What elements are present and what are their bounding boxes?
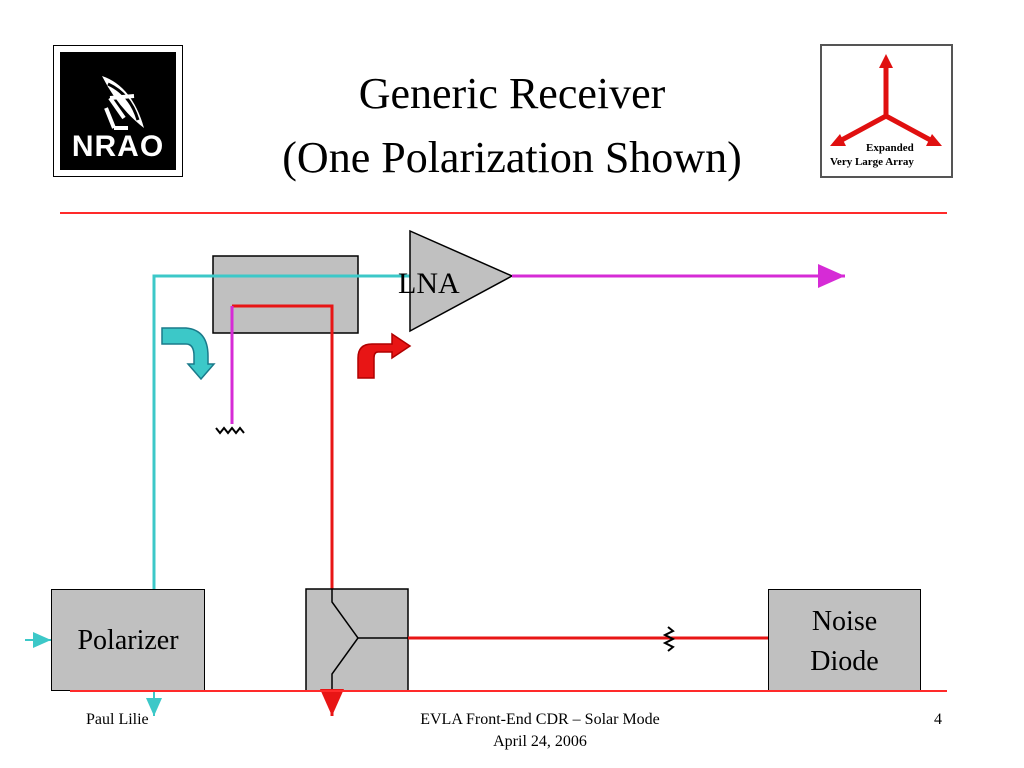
coupler-block xyxy=(212,255,359,334)
polarizer-block: Polarizer xyxy=(51,589,205,691)
footer-center-line-1: EVLA Front-End CDR – Solar Mode xyxy=(420,711,660,728)
evla-logo-line-1: Expanded xyxy=(866,142,914,154)
noise-diode-label-line-1: Noise xyxy=(811,606,878,637)
red-coupled-path xyxy=(232,304,334,589)
cyan-curved-arrow xyxy=(161,327,216,381)
lna-amplifier xyxy=(409,229,514,333)
footer-divider xyxy=(70,690,947,692)
polarizer-label: Polarizer xyxy=(77,625,179,656)
footer-page-number: 4 xyxy=(934,711,942,728)
nrao-logo-text: NRAO xyxy=(71,130,165,163)
cyan-signal-path xyxy=(152,274,410,589)
noise-diode-block: Noise Diode xyxy=(768,589,921,691)
evla-logo-graphic xyxy=(830,54,942,146)
termination-load-symbol xyxy=(215,426,245,435)
attenuator-symbol xyxy=(662,626,676,652)
evla-logo: Expanded Very Large Array xyxy=(820,44,953,178)
footer-author: Paul Lilie xyxy=(86,711,149,728)
nrao-logo-graphic xyxy=(60,52,176,170)
nrao-logo: NRAO xyxy=(53,45,183,177)
footer-center-line-2: April 24, 2006 xyxy=(493,733,587,750)
noise-diode-label-line-2: Diode xyxy=(810,646,879,677)
evla-logo-line-2: Very Large Array xyxy=(830,156,914,168)
header-divider xyxy=(60,212,947,214)
slide-title-line-1: Generic Receiver xyxy=(358,69,666,118)
lna-label: LNA xyxy=(398,267,460,300)
red-curved-arrow xyxy=(357,332,412,379)
slide-title-line-2: (One Polarization Shown) xyxy=(282,133,742,182)
